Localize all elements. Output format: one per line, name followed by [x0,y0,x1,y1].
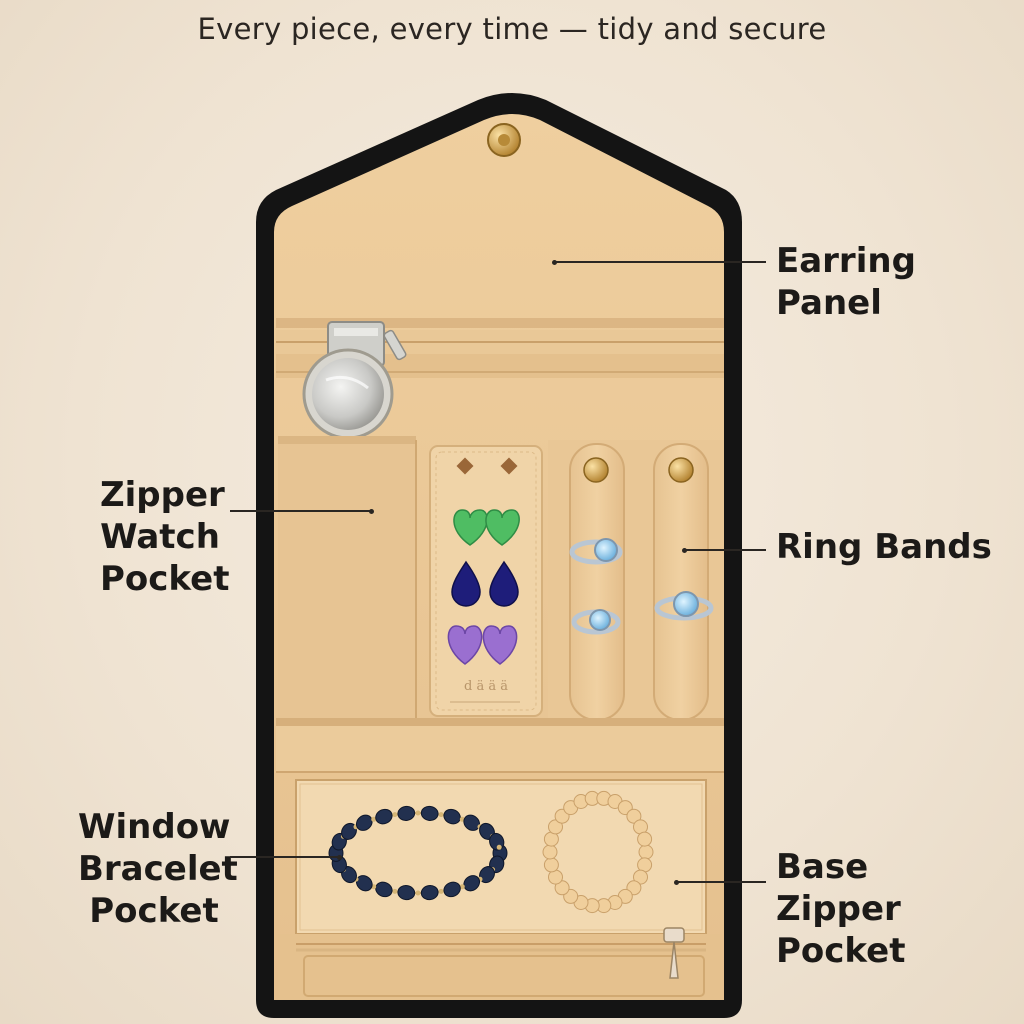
zipper-pull-icon [663,927,685,979]
ring-band-snap-icon [668,457,694,483]
pearl-bead [375,808,393,825]
caption: Every piece, every time — tidy and secur… [197,12,827,46]
diamond-stud-icon [456,457,474,475]
label-ring-bands: Ring Bands [776,527,992,567]
green-heart-earring-icon [485,509,520,546]
label-window-bracelet-pocket: Window Bracelet Pocket [78,807,238,931]
pearl-bead [548,819,563,835]
earring-card-text: d ä ä ä [464,679,508,694]
pearl-bead [637,831,653,847]
earring-card [429,445,543,717]
purple-heart-earring-icon [482,625,518,665]
navy-drop-earring-icon [451,560,481,607]
leader-base-zipper-pocket [674,879,766,885]
pearl-bead [341,822,357,840]
ring-icon [654,591,714,621]
pearl-bead [375,881,393,898]
ring-band-2 [653,443,709,721]
leader-zipper-watch-pocket [230,508,374,514]
pearl-bead [443,881,461,898]
purple-heart-earring-icon [447,625,483,665]
pearl-bead [479,866,495,884]
pearl-bead [420,805,439,821]
pearl-bead [397,885,416,901]
ring-band-snap-icon [583,457,609,483]
pearl-bead [355,814,373,831]
leader-window-bracelet-pocket [230,854,342,860]
label-earring-panel: Earring Panel [776,241,916,323]
navy-drop-earring-icon [489,560,519,607]
pearl-bead [443,808,461,825]
pearl-bead [463,875,481,892]
green-heart-earring-icon [453,509,488,546]
pearl-bead [626,808,642,824]
label-base-zipper-pocket: Base Zipper Pocket [776,847,906,971]
pearl-bead [542,844,558,860]
label-zipper-watch-pocket: Zipper Watch Pocket [100,475,230,599]
ring-band-1 [569,443,625,721]
pearl-bead [420,885,439,901]
pearl-bead [397,805,416,821]
pearl-bead [554,880,570,896]
watch-icon [302,321,407,440]
pearl-bead [638,844,654,860]
ring-icon [569,538,623,565]
pearl-bead [543,857,559,873]
leader-ring-bands [682,547,766,553]
diamond-stud-icon [500,457,518,475]
leader-earring-panel [552,259,766,265]
ring-icon [571,609,621,635]
cream-pearl-bracelet [542,790,654,914]
pearl-bead [633,869,648,885]
